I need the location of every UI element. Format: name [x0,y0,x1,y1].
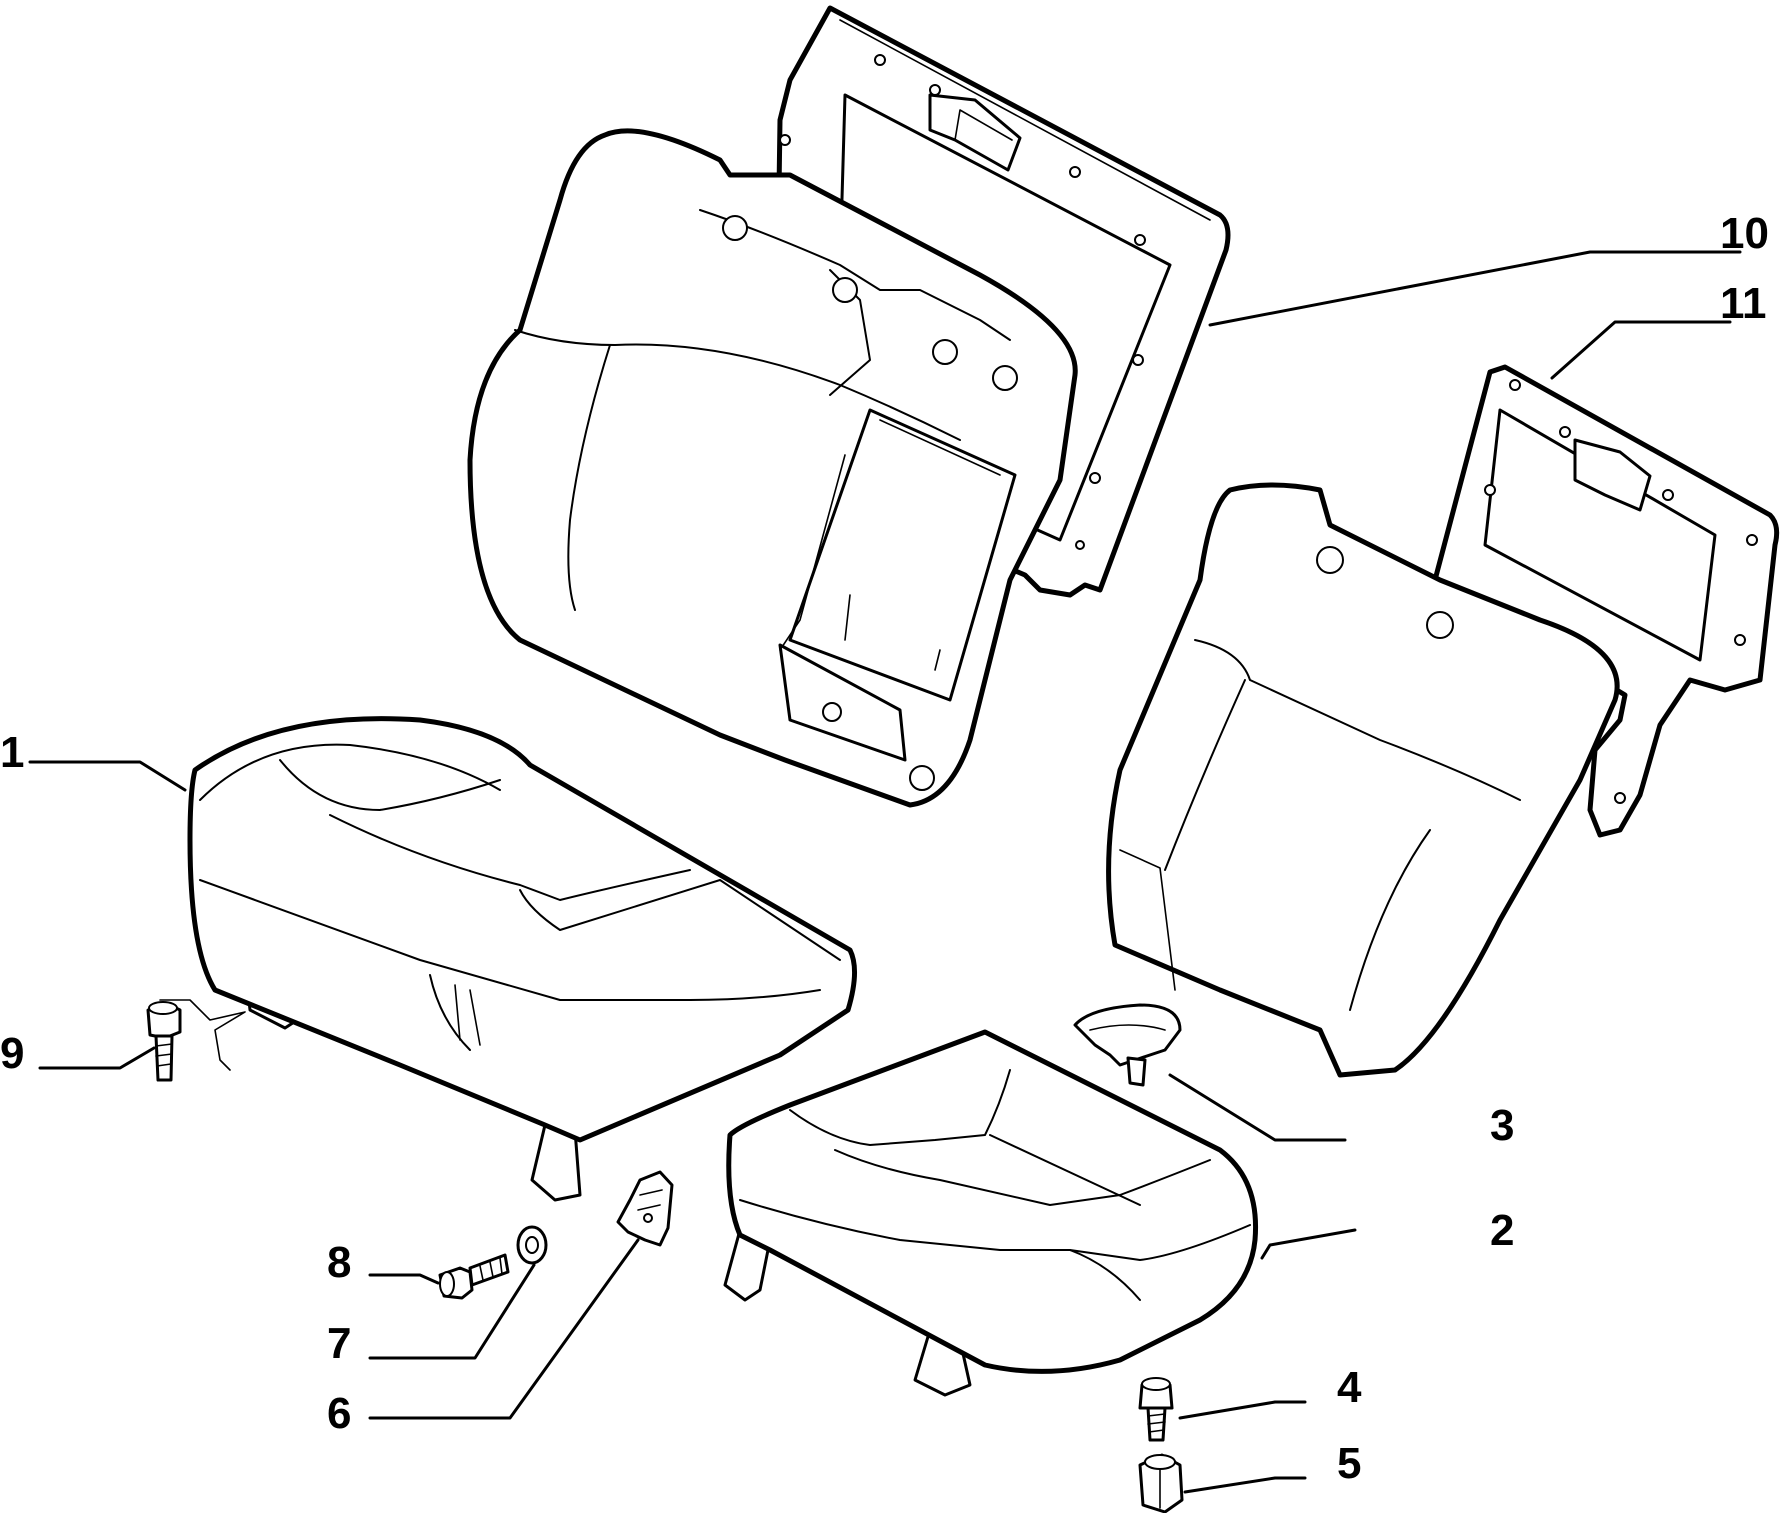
part-3-strap [1073,1003,1182,1087]
leader-4 [1178,1400,1307,1420]
leader-11 [1550,320,1732,380]
leader-5 [1183,1476,1307,1494]
part-1-large-seat-cushion [187,716,857,1202]
callout-9: 9 [0,1029,24,1078]
leader-1 [28,760,187,792]
part-8-bolt [438,1253,510,1300]
callout-3: 3 [1490,1101,1514,1150]
callout-11: 11 [1720,279,1767,328]
callout-4: 4 [1337,1363,1362,1412]
callout-10: 10 [1720,209,1769,258]
leader-2 [1260,1228,1357,1260]
callout-1: 1 [0,728,24,777]
part-11-small-backrest-panel [1432,364,1780,838]
part-7-washer [516,1225,548,1265]
leader-6 [368,1238,640,1420]
part-6-bracket [616,1170,674,1247]
callout-labels: 1 2 3 4 5 6 7 8 9 10 11 [0,209,1769,1488]
leader-lines [28,250,1742,1494]
leader-8 [368,1273,440,1285]
callout-2: 2 [1490,1206,1514,1255]
leader-9 [38,1046,156,1070]
leader-3 [1168,1073,1347,1142]
callout-8: 8 [327,1238,351,1287]
callout-5: 5 [1337,1439,1361,1488]
leader-10 [1208,250,1742,327]
callout-7: 7 [327,1319,351,1368]
part-9-bolt [146,999,246,1082]
part-5-nut [1138,1453,1184,1513]
part-4-bolt [1138,1377,1174,1442]
part-2-small-seat-cushion [723,1029,1259,1397]
leader-7 [368,1263,536,1360]
large-backrest-cushion [467,128,1078,808]
small-backrest-cushion [1106,482,1620,1078]
callout-6: 6 [327,1389,351,1438]
